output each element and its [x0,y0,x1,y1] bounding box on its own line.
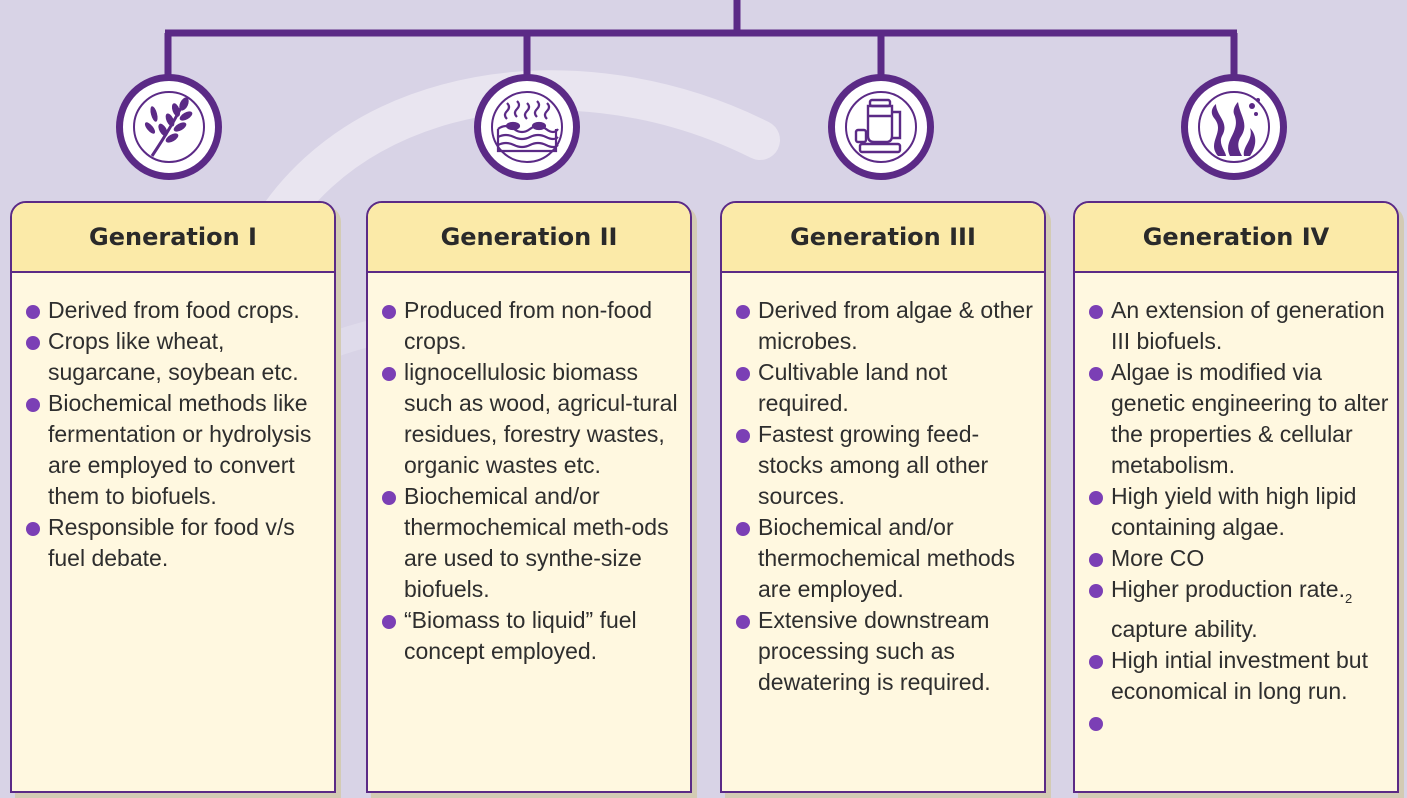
list-item: Biochemical methods like fermentation or… [26,388,326,512]
generation-2-bullets: Produced from non-food crops. lignocellu… [368,273,690,667]
biomass-decomposition-icon [496,100,559,153]
list-item: More CO [1089,543,1389,574]
generation-1-bullets: Derived from food crops. Crops like whea… [12,273,334,574]
co2-subscript: 2 [1344,591,1353,606]
co2-suffix: capture ability. [1111,616,1258,642]
list-item: lignocellulosic biomass such as wood, ag… [382,357,682,481]
generation-3-card: Generation III Derived from algae & othe… [720,201,1046,793]
generation-1-card: Generation I Derived from food crops. Cr… [10,201,336,793]
generation-3-icon-circle [828,74,934,180]
generation-1-title: Generation I [12,203,334,273]
co2-text: Higher production rate. [1111,576,1345,602]
list-item: “Biomass to liquid” fuel concept employe… [382,605,682,667]
generation-4-bullets: An extension of generation III biofuels.… [1075,273,1397,731]
list-item: Crops like wheat, sugarcane, soybean etc… [26,326,326,388]
wheat-icon [144,97,193,157]
list-item: Fastest growing feed-stocks among all ot… [736,419,1036,512]
list-item: Algae is modified via genetic engineerin… [1089,357,1389,481]
generation-1-icon-circle [116,74,222,180]
list-item: Higher production rate.2 capture ability… [1089,574,1389,645]
list-item: An extension of generation III biofuels. [1089,295,1389,357]
generation-2-icon-circle [474,74,580,180]
generation-3-title: Generation III [722,203,1044,273]
list-item: Produced from non-food crops. [382,295,682,357]
list-item: High yield with high lipid containing al… [1089,481,1389,543]
list-item: Cultivable land not required. [736,357,1036,419]
generation-4-title: Generation IV [1075,203,1397,273]
list-item: High intial investment but economical in… [1089,645,1389,707]
generation-4-icon-circle [1181,74,1287,180]
list-item: Biochemical and/or thermochemical meth-o… [382,481,682,605]
list-item: Responsible for food v/s fuel debate. [26,512,326,574]
list-item: Extensive downstream processing such as … [736,605,1036,698]
algae-icon [1211,98,1260,156]
list-item: Derived from algae & other microbes. [736,295,1036,357]
generation-3-bullets: Derived from algae & other microbes. Cul… [722,273,1044,698]
bioreactor-icon [854,98,902,154]
generation-2-card: Generation II Produced from non-food cro… [366,201,692,793]
generation-4-card: Generation IV An extension of generation… [1073,201,1399,793]
list-item: Derived from food crops. [26,295,326,326]
list-item: Biochemical and/or thermochemical method… [736,512,1036,605]
generation-2-title: Generation II [368,203,690,273]
